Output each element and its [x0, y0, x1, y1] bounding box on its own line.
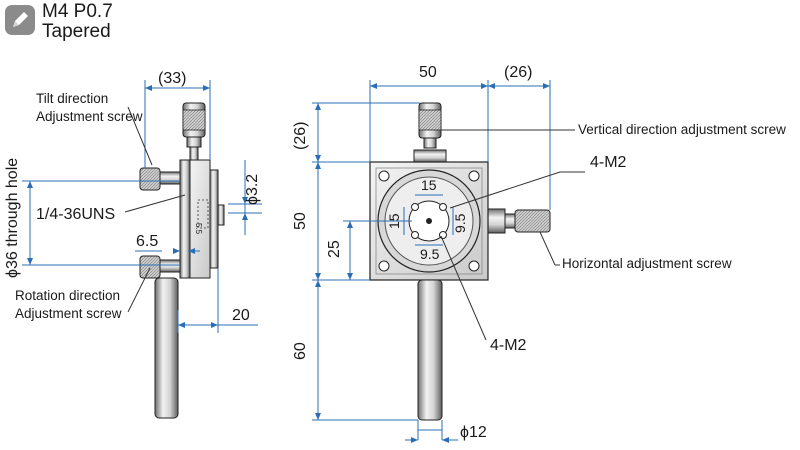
- side-post: [154, 277, 179, 419]
- front-arrowheads: [315, 83, 550, 443]
- front-post: [417, 279, 443, 421]
- spec-thread: M4 P0.7: [42, 1, 113, 22]
- front-dim-post-length: 60: [292, 342, 309, 360]
- callout-thread: 1/4-36UNS: [36, 206, 115, 223]
- callout-tilt-line1: Tilt direction: [36, 91, 108, 106]
- side-body: 5.5: [179, 159, 225, 279]
- side-hole-mark: 5.5: [194, 223, 203, 235]
- callout-tilt-line2: Adjustment screw: [36, 109, 143, 124]
- pencil-icon: [5, 5, 35, 35]
- front-vertical-screw: [413, 102, 447, 163]
- front-dim-knob-height: (26): [292, 122, 309, 150]
- callout-tap-upper: 4-M2: [590, 154, 627, 171]
- spec-header: M4 P0.7 Tapered: [0, 0, 200, 50]
- callout-tap-lower: 4-M2: [490, 337, 527, 354]
- front-dim-width: 50: [419, 64, 437, 81]
- front-dim-hole-h: 9.5: [420, 246, 440, 262]
- side-top-screw: [182, 102, 206, 162]
- front-dimensions: [312, 80, 585, 441]
- side-dim-overall-width: (33): [158, 70, 186, 87]
- side-dimensions: [22, 80, 262, 333]
- front-dim-knob-width: (26): [504, 64, 532, 81]
- callout-rotation-line1: Rotation direction: [15, 288, 120, 303]
- callout-horizontal-screw: Horizontal adjustment screw: [562, 256, 732, 271]
- side-arrowheads: [27, 85, 248, 328]
- front-view: [369, 102, 551, 421]
- side-view: 5.5: [139, 102, 225, 419]
- front-corner-holes: [378, 170, 480, 272]
- side-dim-pin-diameter: ϕ3.2: [244, 174, 261, 205]
- side-dim-offset: 6.5: [136, 233, 158, 250]
- callout-vertical-screw: Vertical direction adjustment screw: [578, 122, 786, 137]
- spec-taper: Tapered: [42, 21, 111, 42]
- front-disk: [377, 169, 481, 273]
- side-dim-through-hole: ϕ36 through hole: [4, 158, 21, 278]
- front-dim-post-diameter: ϕ12: [460, 424, 487, 441]
- side-dim-post-offset: 20: [232, 307, 250, 324]
- front-dim-center-height: 25: [326, 240, 343, 258]
- front-dim-bolt-spacing-v: 15: [386, 213, 402, 229]
- callout-rotation-line2: Adjustment screw: [15, 306, 122, 321]
- front-horizontal-screw: [486, 208, 551, 234]
- front-dim-hole-v: 9.5: [452, 213, 468, 233]
- side-rotation-screw: [139, 255, 181, 279]
- front-dim-height: 50: [292, 212, 309, 230]
- side-tilt-screw: [139, 167, 181, 191]
- front-dim-bolt-spacing-h: 15: [421, 177, 437, 193]
